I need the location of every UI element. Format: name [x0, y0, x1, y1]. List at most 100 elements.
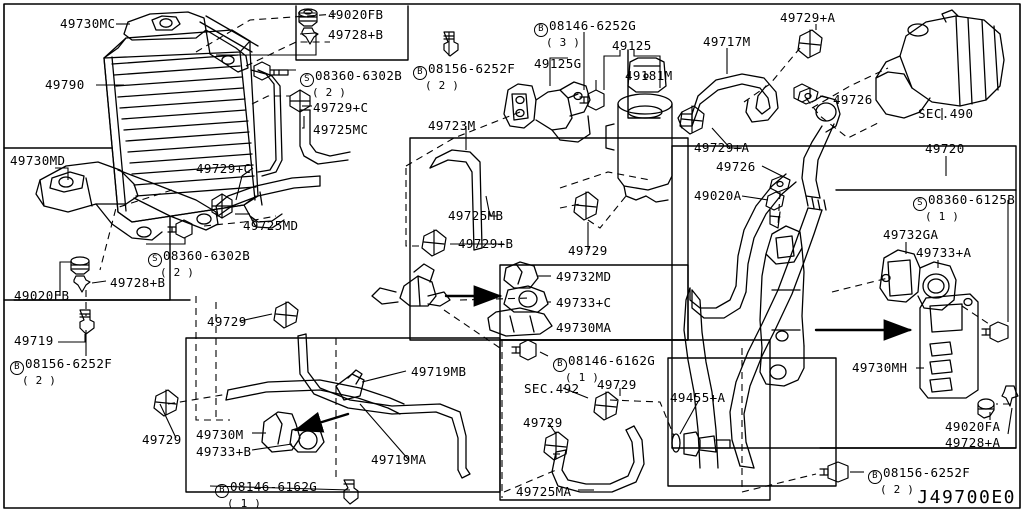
part-label-49729c-b: 49729+C	[196, 161, 252, 176]
part-label-49020fa: 49020FA	[945, 419, 1001, 434]
hose-49725mc	[299, 109, 351, 165]
part-label-49729a-mid: 49729+A	[694, 140, 750, 155]
part-label-49720: 49720	[925, 141, 965, 156]
icon-clamp-sec492-a	[593, 391, 619, 421]
icon-49020fb-top	[298, 8, 318, 27]
part-label-49728b-top: 49728+B	[328, 27, 384, 42]
bracket-49125g	[503, 81, 591, 143]
part-label-49729-bottom: 49729	[523, 415, 563, 430]
code-text: 08156-6252F	[25, 356, 113, 371]
diagram-id: J49700E0	[917, 487, 1016, 508]
code-text: 08360-6302B	[163, 248, 251, 263]
code-text: 08156-6252F	[428, 61, 516, 76]
part-label-49717m: 49717M	[703, 34, 751, 49]
code-prefix-badge: B	[553, 358, 567, 372]
part-label-49726-a: 49726	[833, 92, 873, 107]
code-qty: ( 1 )	[227, 497, 262, 510]
icon-clamp-49729b	[421, 229, 447, 257]
tube-49719	[225, 333, 471, 479]
code-text: 08360-6125B	[928, 192, 1016, 207]
dashed-callouts	[85, 13, 1010, 498]
icon-bolt-08146-6162g-mid	[511, 339, 537, 361]
reservoir-49125	[605, 57, 673, 203]
part-label-49181m: 49181M	[625, 68, 673, 83]
part-label-49719ma: 49719MA	[371, 452, 427, 467]
part-label-49730ma: 49730MA	[556, 320, 612, 335]
code-qty: ( 3 )	[546, 36, 581, 49]
part-label-49726-b: 49726	[716, 159, 756, 174]
part-label-49730mc: 49730MC	[60, 16, 116, 31]
part-label-49729a-top: 49729+A	[780, 10, 836, 25]
part-label-49125: 49125	[612, 38, 652, 53]
code-qty: ( 1 )	[925, 210, 960, 223]
part-label-49733b: 49733+B	[196, 444, 252, 459]
code-qty: ( 2 )	[425, 79, 460, 92]
icon-bolt-08360-6302b-left	[167, 219, 193, 239]
part-label-49732md: 49732MD	[556, 269, 612, 284]
part-label-49729-c: 49729	[568, 243, 608, 258]
code-qty: ( 1 )	[565, 371, 600, 384]
oil-cooler-core	[103, 29, 285, 229]
part-label-49020a: 49020A	[694, 188, 742, 203]
icon-clamp-49729-center	[573, 191, 599, 221]
icon-bolt-08156-6252f-bottom	[819, 461, 849, 483]
group-boxes	[3, 5, 1017, 501]
part-label-49729-left: 49729	[207, 314, 247, 329]
icon-bolt-08360-6125b	[981, 321, 1009, 343]
icon-bolt-08146-6252g	[579, 89, 605, 111]
section-ref-492: SEC.492	[524, 381, 580, 396]
part-label-49455a: 49455+A	[670, 390, 726, 405]
hose-assembly-49720	[683, 95, 841, 469]
part-label-49733a: 49733+A	[916, 245, 972, 260]
icon-clamp-49729c-b	[211, 193, 233, 219]
hose-49725ma	[551, 425, 645, 493]
icon-clamp-49729a-mid	[679, 105, 705, 135]
detail-49732md-49733c-49730ma	[487, 261, 553, 337]
compressor-sec490	[875, 9, 1005, 119]
part-label-49729c-a: 49729+C	[313, 100, 369, 115]
bracket-junction-center	[371, 263, 451, 307]
part-label-49020fb-top: 49020FB	[328, 7, 384, 22]
part-label-49790: 49790	[45, 77, 85, 92]
part-label-49730md: 49730MD	[10, 153, 66, 168]
part-label-49725mc: 49725MC	[313, 122, 369, 137]
code-text: 08146-6252G	[549, 18, 637, 33]
code-text: 08146-6162G	[568, 353, 656, 368]
part-label-49020fb-left: 49020FB	[14, 288, 70, 303]
section-ref-490: SEC.490	[918, 106, 974, 121]
icon-clamp-49729a-top	[797, 29, 823, 59]
part-label-49723m: 49723M	[428, 118, 476, 133]
part-label-49728a: 49728+A	[945, 435, 1001, 450]
part-label-49725ma: 49725MA	[516, 484, 572, 499]
part-label-49725mb: 49725MB	[448, 208, 504, 223]
part-label-49732ga: 49732GA	[883, 227, 939, 242]
code-text: 08156-6252F	[883, 465, 971, 480]
icon-bolt-08156-6252f-top	[443, 31, 459, 57]
icon-clamp-49729-left	[273, 301, 299, 329]
detail-49730m-49733b	[261, 411, 325, 453]
part-label-49730mh: 49730MH	[852, 360, 908, 375]
code-qty: ( 2 )	[880, 483, 915, 496]
code-prefix-badge: B	[534, 23, 548, 37]
code-prefix-badge: B	[10, 361, 24, 375]
icon-49020fa	[977, 398, 995, 419]
icon-49728a	[1001, 385, 1019, 407]
leader-lines	[55, 12, 1013, 491]
part-label-49725md: 49725MD	[243, 218, 299, 233]
part-label-49730m: 49730M	[196, 427, 244, 442]
hose-49717m	[677, 73, 779, 129]
icon-49020fb-left	[70, 256, 90, 275]
hose-49725md	[215, 175, 321, 217]
code-prefix-badge: S	[148, 253, 162, 267]
icon-49728b-left	[73, 275, 91, 293]
code-qty: ( 2 )	[22, 374, 57, 387]
